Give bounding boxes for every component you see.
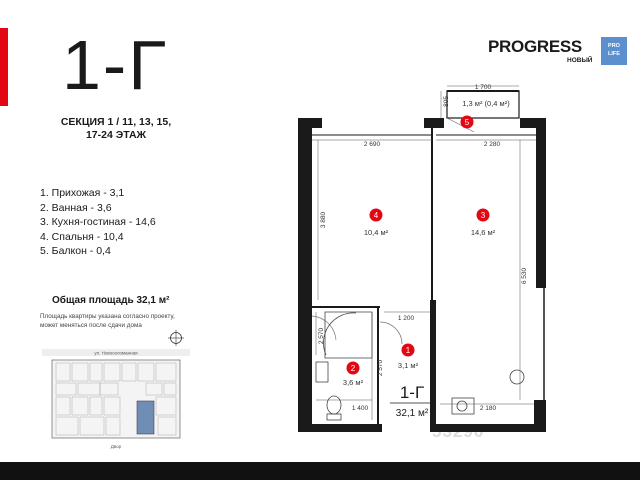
dim-bath-width: 1 400 <box>352 405 369 412</box>
room-list-item: 4. Спальня - 10,4 <box>40 230 124 243</box>
area-note-line-2: может меняться после сдачи дома <box>40 321 142 329</box>
room-area: 3,6 м² <box>343 378 364 387</box>
sink-icon <box>315 361 329 383</box>
dim-kitchen-width: 2 280 <box>484 141 501 148</box>
dim-balcony-depth: 805 <box>443 96 450 107</box>
brand-badge: PRO LIFE <box>601 37 627 65</box>
unit-code-title: 1-Г <box>62 26 169 104</box>
dim-kitchen-depth: 6 530 <box>521 267 528 284</box>
room-list-item: 2. Ванная - 3,6 <box>40 201 112 214</box>
room-area: 14,6 м² <box>471 228 496 237</box>
room-list-item: 3. Кухня-гостиная - 14,6 <box>40 216 156 228</box>
brand-badge-line-1: PRO <box>608 43 620 49</box>
site-map: ул. Новоселоманная Двор <box>42 349 190 449</box>
room-list-item: 1. Прихожая - 3,1 <box>40 187 125 199</box>
room-area: 3,1 м² <box>398 361 419 370</box>
map-unit-highlight <box>136 400 155 435</box>
room-list: 1. Прихожая - 3,1 2. Ванная - 3,6 3. Кух… <box>40 186 156 259</box>
dimension-texts: 1 700 805 2 690 2 280 3 880 6 530 2 570 … <box>318 84 528 412</box>
dim-bedroom-width: 2 690 <box>364 141 381 148</box>
dim-balcony-width: 1 700 <box>475 84 492 91</box>
bathroom-fixtures <box>315 311 525 421</box>
room-marker-2: 2 3,6 м² <box>343 361 364 387</box>
section-line-1: СЕКЦИЯ 1 / 11, 13, 15, <box>60 116 172 128</box>
plan-center-label: 1-Г 32,1 м² <box>390 383 434 419</box>
room-marker-3: 3 14,6 м² <box>471 208 496 237</box>
section-line-2: 17-24 ЭТАЖ <box>85 129 147 141</box>
room-area: 10,4 м² <box>364 228 389 237</box>
dim-hall-bottom: 2 180 <box>480 405 497 412</box>
compass-icon <box>168 330 184 346</box>
door-swings <box>311 117 475 345</box>
section-floors: СЕКЦИЯ 1 / 11, 13, 15, 17-24 ЭТАЖ <box>58 116 174 142</box>
washer-icon <box>509 369 525 385</box>
plan-interior-walls <box>312 128 536 424</box>
map-yard-label: Двор <box>111 444 122 449</box>
brand-badge-line-2: LIFE <box>608 51 620 57</box>
dim-bath-depth-b: 2 570 <box>377 359 384 376</box>
room-marker-1: 1 3,1 м² <box>398 343 419 370</box>
room-number: 3 <box>481 211 486 220</box>
room-number: 4 <box>374 211 379 220</box>
footer-bar <box>0 462 640 480</box>
room-list-item: 5. Балкон - 0,4 <box>40 245 111 257</box>
dimension-lines <box>312 85 536 420</box>
room-number: 1 <box>406 346 411 355</box>
room-area: 1,3 м² (0,4 м²) <box>462 99 510 108</box>
room-marker-4: 4 10,4 м² <box>364 208 389 237</box>
room-number: 2 <box>351 364 356 373</box>
accent-red-bar <box>0 28 8 106</box>
balcony <box>446 90 520 119</box>
area-note: Площадь квартиры указана согласно проект… <box>40 313 190 330</box>
dim-hall-width: 1 200 <box>398 315 415 322</box>
dim-bath-depth-a: 2 570 <box>318 327 325 344</box>
toilet-icon <box>326 395 342 415</box>
plan-unit-code: 1-Г <box>400 383 424 402</box>
map-street-label: ул. Новоселоманная <box>94 351 138 356</box>
area-note-line-1: Площадь квартиры указана согласно проект… <box>40 313 175 320</box>
room-markers: 1 3,1 м² 2 3,6 м² 3 14,6 м² 4 10,4 м² 5 … <box>343 99 510 387</box>
brand-sub: НОВЫЙ <box>567 57 593 64</box>
total-area: Общая площадь 32,1 м² <box>52 295 170 306</box>
dim-bedroom-depth: 3 880 <box>320 211 327 228</box>
plan-walls <box>298 118 546 432</box>
plan-unit-area: 32,1 м² <box>396 408 429 419</box>
room-marker-5: 5 1,3 м² (0,4 м²) <box>460 99 510 129</box>
room-number: 5 <box>465 118 470 127</box>
brand-name: PROGRESS <box>488 37 582 56</box>
